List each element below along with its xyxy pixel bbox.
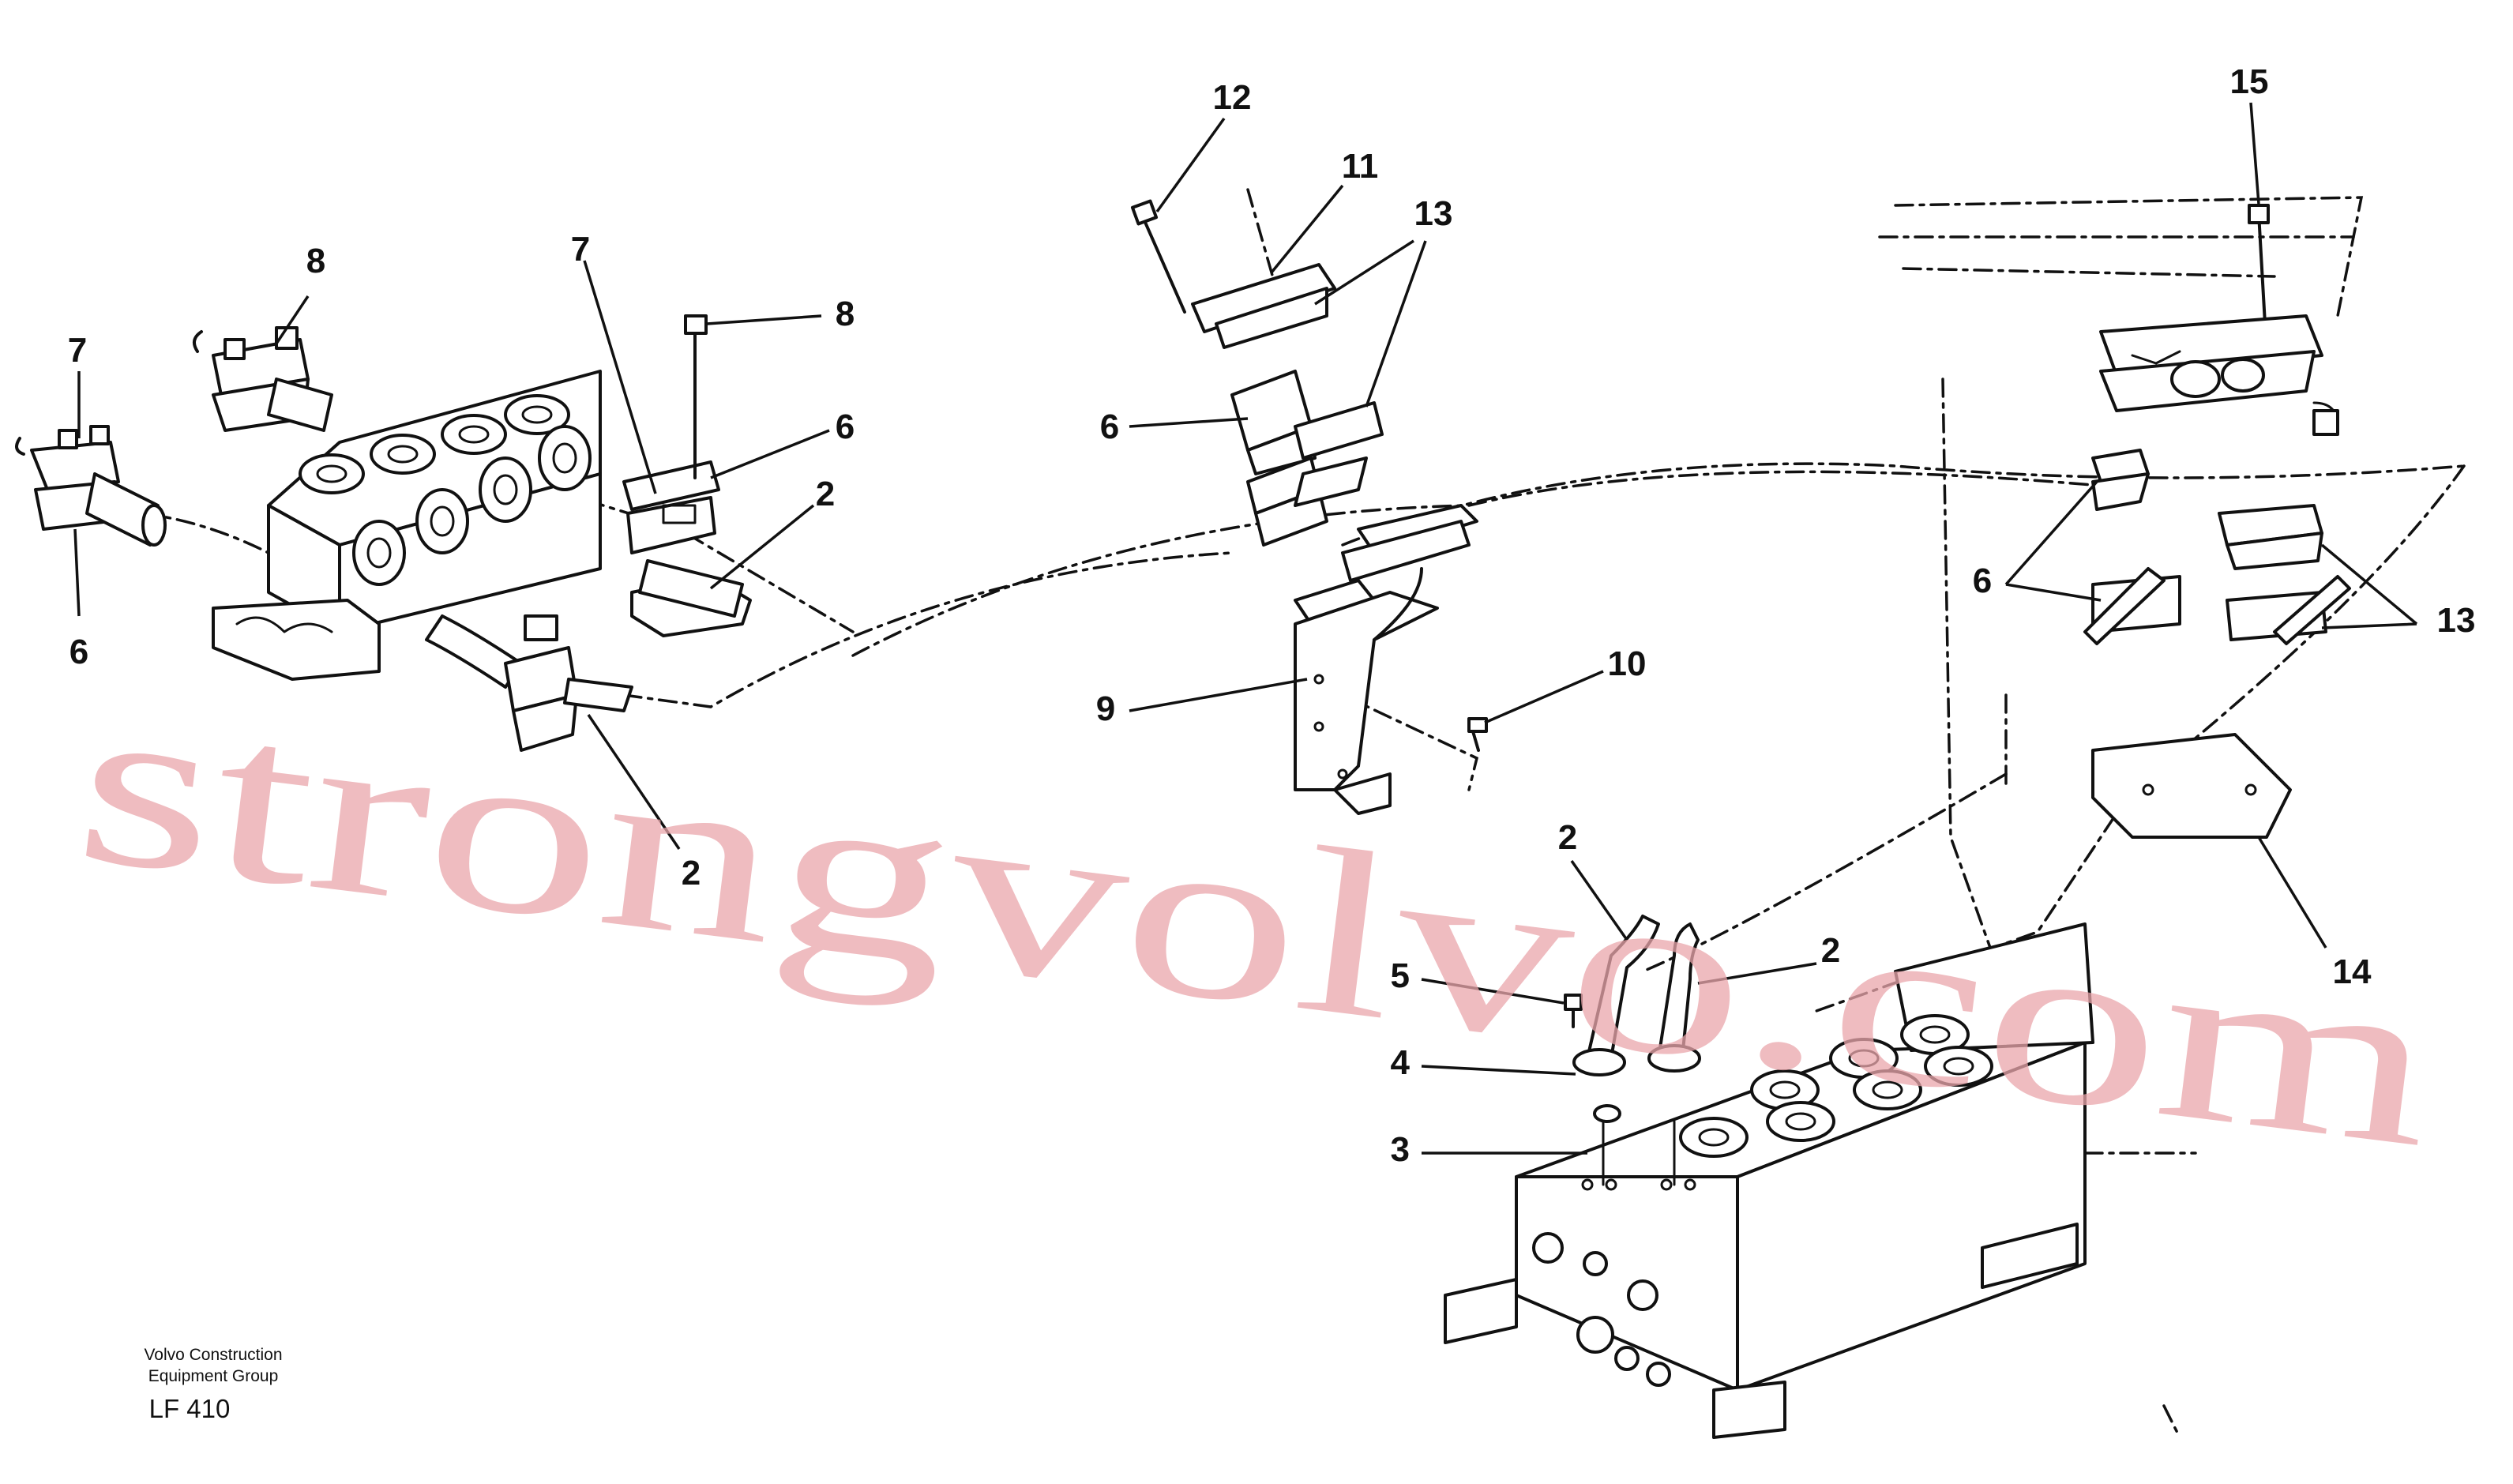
company-line-1: Volvo Construction: [144, 1346, 282, 1364]
callout-labels: 12 11 13 15 8 7 8 6 2 6 7 6 2 9 10 6 13 …: [68, 62, 2476, 1169]
callout-14: 14: [2333, 952, 2372, 991]
callout-5: 5: [1391, 956, 1410, 995]
callout-6-far-left: 6: [69, 633, 88, 671]
footer: Volvo Construction Equipment Group LF 41…: [144, 1346, 282, 1423]
callout-10: 10: [1608, 644, 1647, 683]
right-bracket-assembly: [2083, 204, 2351, 839]
callout-12: 12: [1213, 78, 1252, 117]
callout-15: 15: [2230, 62, 2269, 101]
callout-11: 11: [1342, 147, 1379, 186]
left-valve-block: [212, 370, 602, 681]
callout-6-center: 6: [1100, 408, 1119, 446]
valve-port-rings: [299, 394, 592, 586]
callout-2-bottom-left: 2: [1558, 818, 1577, 857]
callout-4: 4: [1391, 1043, 1411, 1082]
main-block-port-rings: [1679, 1014, 1993, 1158]
callout-13-top: 13: [1414, 194, 1453, 233]
callout-9: 9: [1096, 689, 1115, 728]
main-valve-block: [1444, 915, 2094, 1439]
center-bracket: [1130, 199, 1478, 815]
callout-6-left-block: 6: [836, 408, 855, 446]
leader-lines: [73, 102, 2418, 1155]
callout-2-left-block: 2: [816, 475, 835, 513]
callout-8-left: 8: [306, 242, 325, 280]
callout-8-right: 8: [836, 295, 855, 333]
watermark: strongvolvo.com: [65, 648, 2448, 1197]
callout-2-lower-left: 2: [682, 854, 701, 892]
company-line-2: Equipment Group: [148, 1367, 279, 1385]
bolt-10: [1467, 717, 1488, 752]
callout-6-right: 6: [1973, 562, 1992, 600]
callout-13-right: 13: [2437, 601, 2476, 640]
drawing-code: LF 410: [149, 1394, 231, 1423]
callout-3: 3: [1391, 1130, 1410, 1169]
clamp-stack-left: [622, 314, 752, 637]
side-ports: [1532, 1232, 1671, 1387]
callout-2-bottom-right: 2: [1821, 931, 1840, 970]
callout-7-far-left: 7: [68, 331, 87, 370]
callout-7-center: 7: [571, 230, 590, 269]
left-clamp: [15, 425, 167, 547]
lower-left-hose: [425, 614, 633, 752]
upper-left-clamp: [193, 326, 333, 432]
